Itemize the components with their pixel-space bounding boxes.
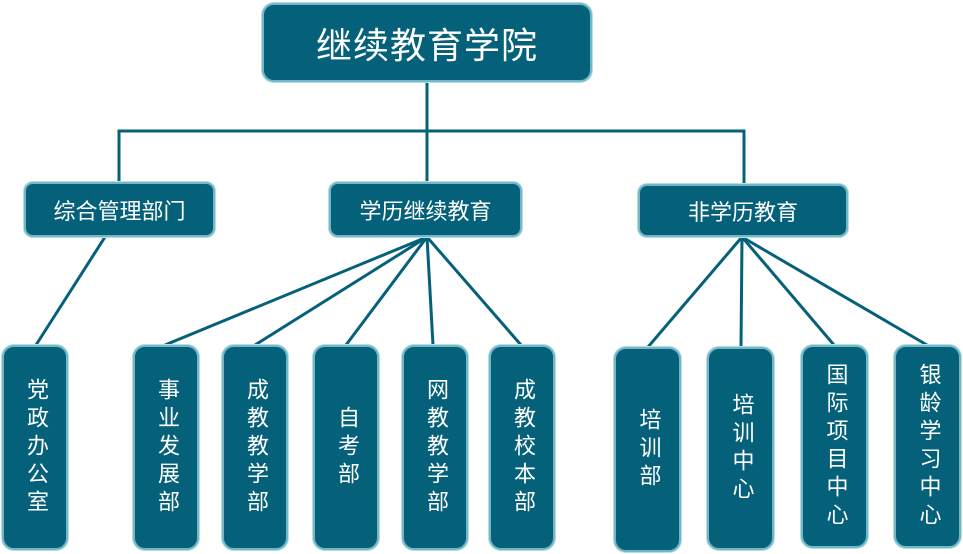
connector-nondegree-to-leaf-1: [739, 236, 744, 348]
group-node-degree-education[interactable]: 学历继续教育: [329, 182, 522, 237]
leaf-label: 网教教学部: [423, 377, 448, 518]
leaf-label: 成教校本部: [510, 377, 535, 518]
leaf-node-training-center[interactable]: 培训中心: [707, 347, 774, 550]
connector-nondegree-to-leaf-0: [646, 236, 744, 348]
connector-root-bracket: [117, 129, 746, 184]
leaf-label: 事业发展部: [154, 377, 179, 518]
leaf-label: 国际项目中心: [822, 362, 848, 531]
leaf-label: 培训中心: [728, 392, 754, 505]
leaf-node-training-dept[interactable]: 培训部: [614, 347, 681, 552]
leaf-node-self-exam[interactable]: 自考部: [313, 345, 379, 550]
connector-degree-to-leaf-2: [344, 236, 429, 346]
leaf-node-online-teaching[interactable]: 网教教学部: [402, 345, 468, 550]
leaf-label: 培训部: [635, 407, 661, 492]
leaf-node-party-office[interactable]: 党政办公室: [2, 345, 68, 550]
connector-degree-to-leaf-4: [425, 236, 523, 346]
leaf-node-international-projects[interactable]: 国际项目中心: [801, 345, 868, 548]
connector-nondegree-to-leaf-2: [740, 236, 836, 346]
connector-management-to-party-office: [34, 236, 107, 346]
group-label: 非学历教育: [687, 200, 798, 226]
group-label: 综合管理部门: [53, 199, 186, 225]
root-node[interactable]: 继续教育学院: [262, 3, 592, 82]
root-label: 继续教育学院: [315, 25, 538, 67]
leaf-label: 党政办公室: [23, 377, 48, 518]
leaf-label: 银龄学习中心: [915, 362, 941, 531]
connector-degree-to-leaf-3: [425, 236, 435, 346]
connector-degree-to-leaf-1: [254, 235, 428, 347]
leaf-label: 成教教学部: [243, 377, 268, 518]
connector-nondegree-to-leaf-3: [741, 235, 928, 347]
group-node-non-degree-education[interactable]: 非学历教育: [638, 184, 848, 237]
group-node-comprehensive-management[interactable]: 综合管理部门: [24, 182, 215, 237]
connector-degree-to-leaf-0: [164, 235, 428, 347]
leaf-label: 自考部: [334, 405, 359, 490]
leaf-node-adult-teaching[interactable]: 成教教学部: [222, 345, 288, 550]
group-label: 学历继续教育: [359, 199, 492, 225]
leaf-node-senior-learning[interactable]: 银龄学习中心: [894, 345, 961, 548]
leaf-node-business-development[interactable]: 事业发展部: [133, 345, 199, 550]
leaf-node-adult-campus[interactable]: 成教校本部: [489, 345, 555, 550]
